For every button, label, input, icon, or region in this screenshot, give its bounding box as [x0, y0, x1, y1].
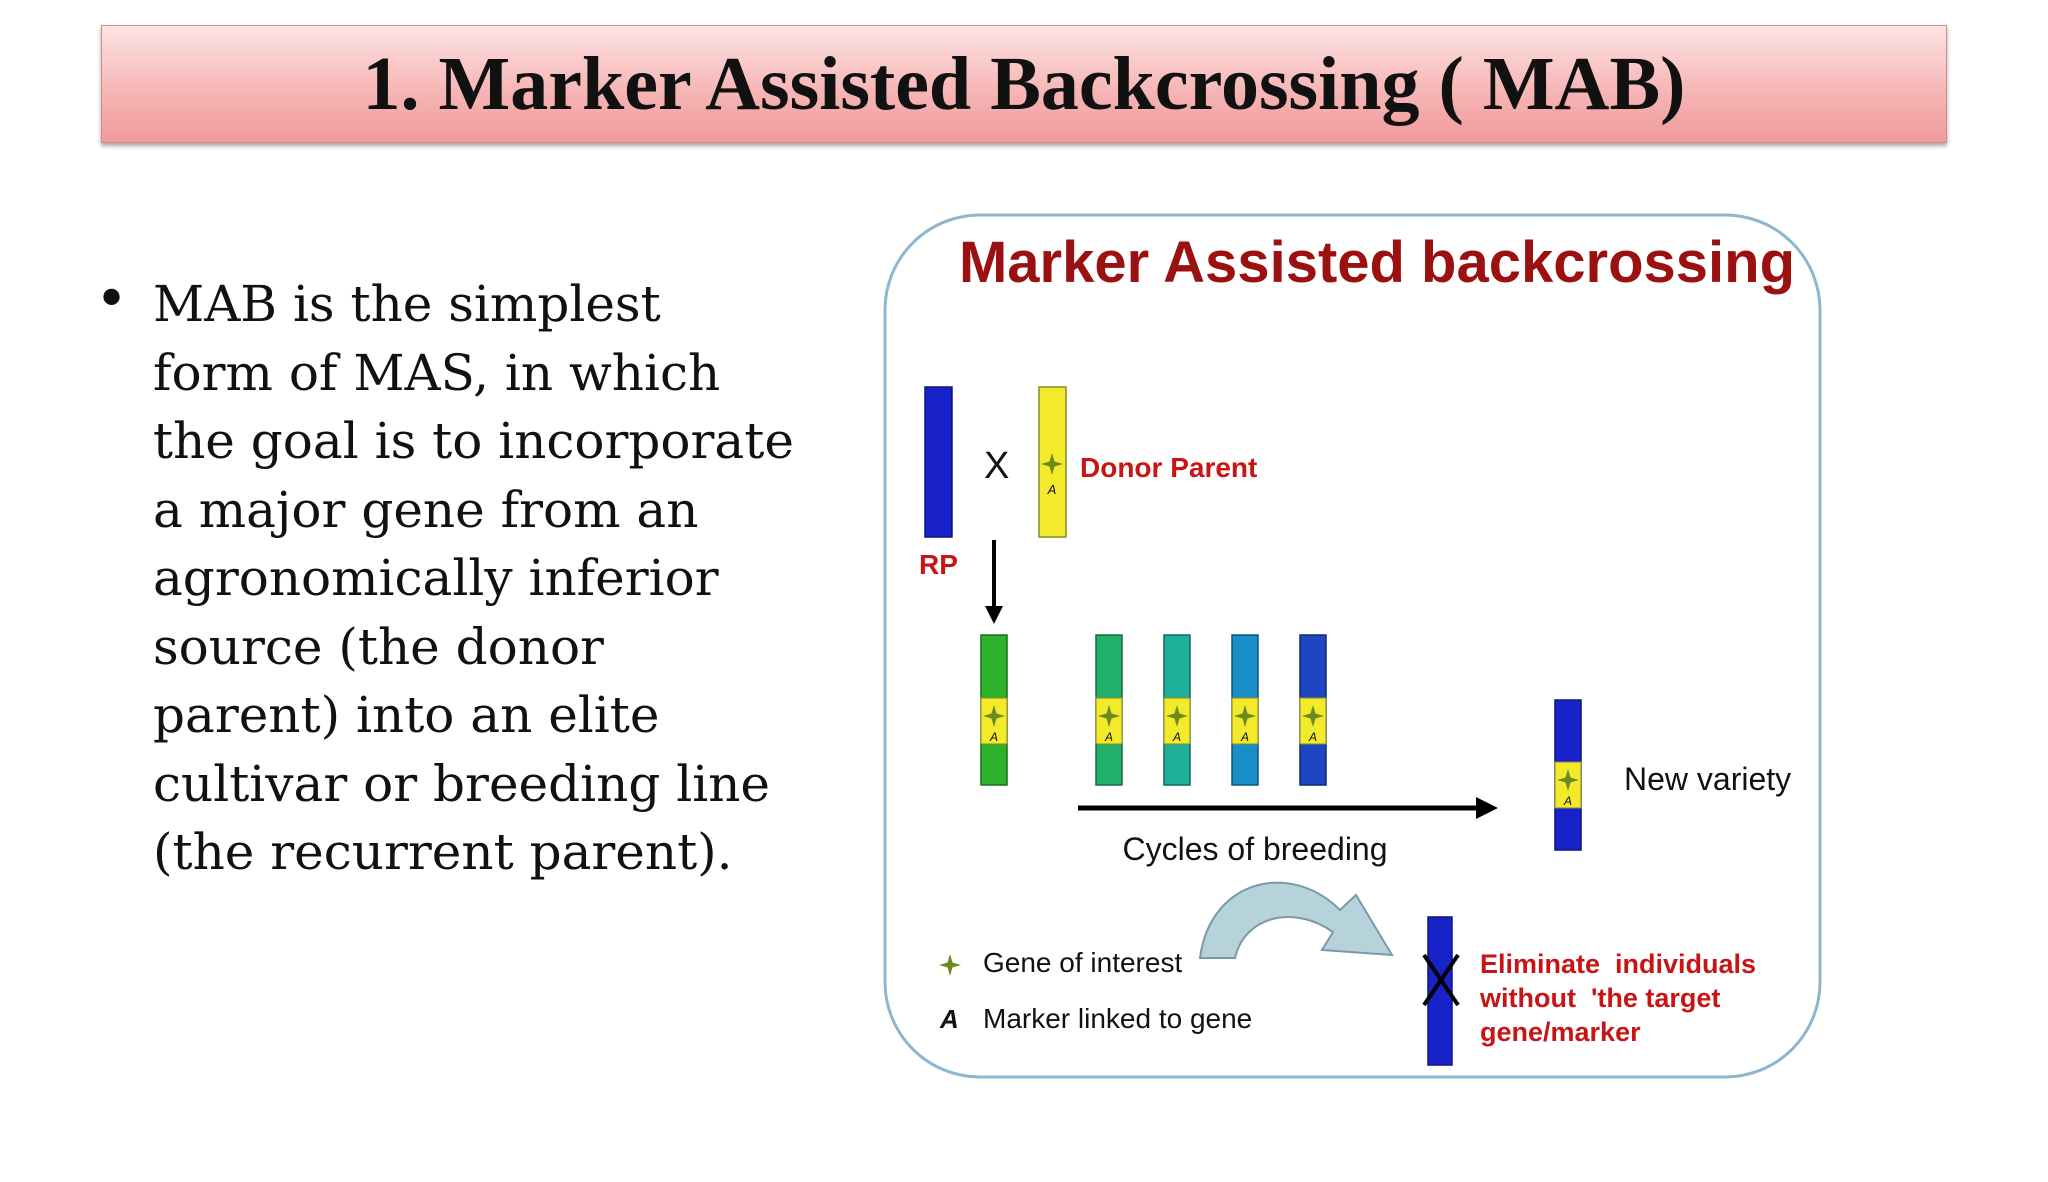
donor-parent-label: Donor Parent [1080, 452, 1257, 483]
legend-marker-label: Marker linked to gene [983, 1003, 1252, 1034]
selection-curve-arrow [1198, 881, 1394, 959]
bullet-line: form of MAS, in which [153, 343, 721, 402]
bullet-line: MAB is the simplest [153, 275, 661, 333]
eliminate-line: gene/marker [1480, 1017, 1641, 1047]
recurrent-parent-chromosome [924, 386, 953, 538]
diagram-title: Marker Assisted backcrossing [959, 230, 1795, 295]
marker-a-icon: A [1172, 730, 1181, 744]
legend-marker-icon: A [939, 1004, 959, 1034]
marker-a-icon: A [1047, 482, 1057, 497]
bullet-line: the goal is to incorporate [153, 412, 794, 470]
marker-a-icon: A [1104, 730, 1113, 744]
eliminate-x-mark [1422, 953, 1460, 1007]
cycles-arrow-head [1476, 797, 1498, 819]
bullet-point: • [95, 267, 129, 332]
new-variety-label: New variety [1624, 761, 1791, 797]
cycles-label: Cycles of breeding [1122, 831, 1387, 867]
bullet-line: a major gene from an [153, 480, 699, 539]
marker-a-icon: A [1563, 794, 1572, 808]
down-arrow-head [985, 606, 1003, 624]
bullet-line: source (the donor [153, 617, 604, 676]
cross-symbol: X [984, 445, 1009, 487]
marker-a-icon: A [989, 730, 998, 744]
diagram-frame [883, 213, 1822, 1079]
bullet-line: agronomically inferior [153, 549, 719, 607]
eliminate-line: without 'the target [1479, 983, 1720, 1013]
bullet-text: MAB is the simplest form of MAS, in whic… [153, 270, 794, 887]
slide-title: 1. Marker Assisted Backcrossing ( MAB) [362, 41, 1686, 126]
eliminate-line: Eliminate individuals [1480, 949, 1756, 979]
slide-title-bar: 1. Marker Assisted Backcrossing ( MAB) [101, 25, 1947, 143]
rp-label: RP [919, 549, 958, 580]
bullet-line: cultivar or breeding line [153, 754, 770, 813]
bullet-line: parent) into an elite [153, 686, 660, 744]
bullet-line: (the recurrent parent). [153, 823, 733, 881]
marker-a-icon: A [1308, 730, 1317, 744]
marker-a-icon: A [1240, 730, 1249, 744]
legend-gene-label: Gene of interest [983, 947, 1182, 978]
